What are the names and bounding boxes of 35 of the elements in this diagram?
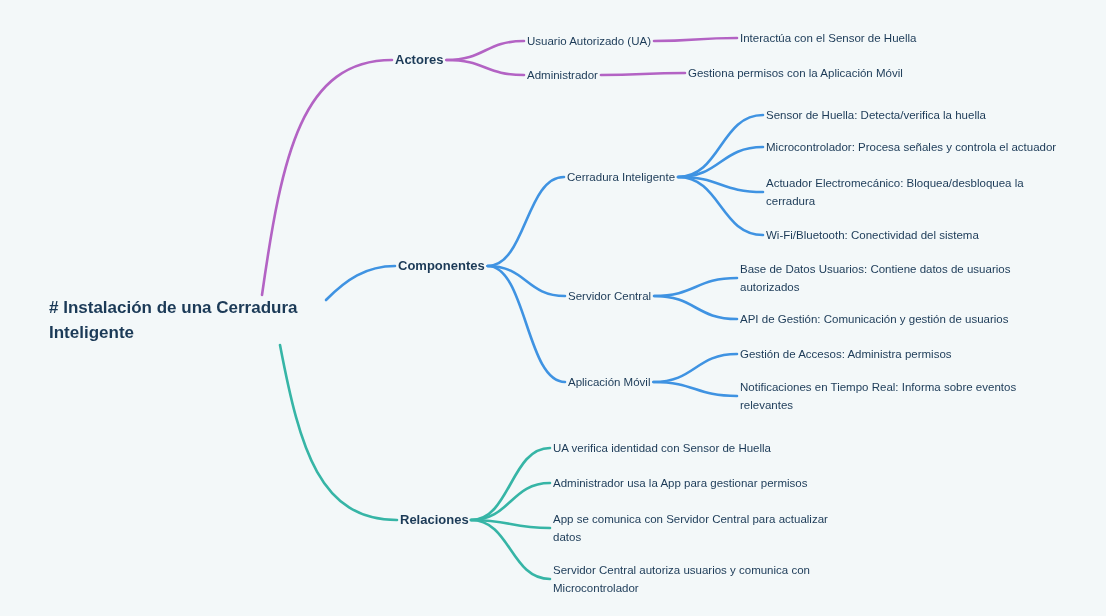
topic-label: Servidor Central autoriza usuarios y comunica con Microcontrolador — [550, 561, 840, 597]
branch-line — [652, 294, 739, 321]
topic-label: App se comunica con Servidor Central para actualizar datos — [550, 510, 850, 546]
topic-label: API de Gestión: Comunicación y gestión de usuarios — [737, 310, 1012, 328]
branch-line — [445, 58, 526, 77]
topic-label: Aplicación Móvil — [565, 373, 654, 391]
branch-line — [469, 518, 552, 581]
topic-label: Administrador — [524, 66, 601, 84]
topic-label: Cerradura Inteligente — [564, 168, 679, 186]
topic-label: Wi-Fi/Bluetooth: Conectividad del sistema — [763, 226, 982, 244]
branch-line — [652, 36, 739, 43]
topic-label: Actores — [392, 51, 447, 69]
branch-line — [652, 380, 739, 398]
topic-label: Gestión de Accesos: Administra permisos — [737, 345, 955, 363]
branch-line — [278, 343, 399, 522]
topic-label: Componentes — [395, 257, 488, 275]
topic-label: Gestiona permisos con la Aplicación Móvil — [685, 64, 906, 82]
topic-label: Sensor de Huella: Detecta/verifica la huella — [763, 106, 989, 124]
topic-label: Notificaciones en Tiempo Real: Informa sobre eventos relevantes — [737, 378, 1047, 414]
branch-line — [486, 264, 567, 384]
topic-label: Microcontrolador: Procesa señales y controla el actuador — [763, 138, 1060, 156]
branch-line — [486, 175, 566, 268]
central-topic: # Instalación de una Cerradura Inteligente — [46, 295, 326, 345]
topic-label: UA verifica identidad con Sensor de Huella — [550, 439, 774, 457]
topic-label: Base de Datos Usuarios: Contiene datos de usuarios autorizados — [737, 260, 1037, 296]
branch-line — [599, 71, 687, 77]
topic-label: Relaciones — [397, 511, 471, 529]
topic-label: Interactúa con el Sensor de Huella — [737, 29, 920, 47]
topic-label: Servidor Central — [565, 287, 655, 305]
topic-label: Actuador Electromecánico: Bloquea/desbloquea la cerradura — [763, 174, 1063, 210]
topic-label: Usuario Autorizado (UA) — [524, 32, 654, 50]
branch-line — [324, 264, 397, 302]
branch-line — [676, 175, 765, 237]
topic-label: Administrador usa la App para gestionar permisos — [550, 474, 811, 492]
branch-line — [260, 58, 394, 297]
